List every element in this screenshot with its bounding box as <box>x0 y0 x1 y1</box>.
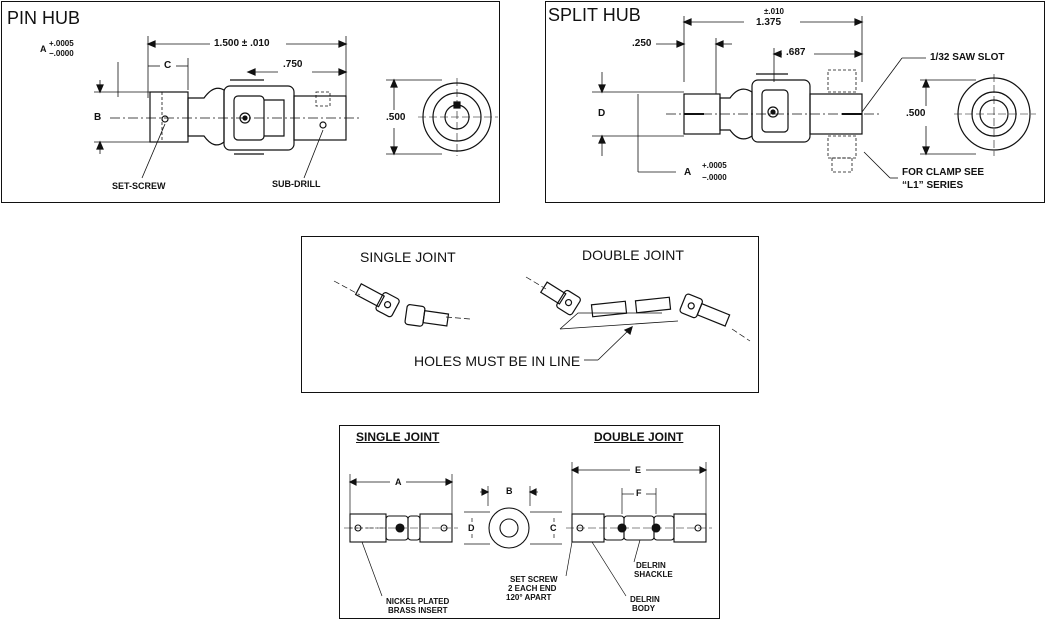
length-dim: 1.500 ± .010 <box>214 38 270 49</box>
a-label: A <box>40 44 47 54</box>
left-dim: .250 <box>632 38 652 49</box>
insert-label-1: NICKEL PLATED <box>386 597 450 606</box>
c-dim: C <box>550 523 557 533</box>
set-screw-label-3: 120° APART <box>506 593 552 602</box>
d-dim: D <box>468 523 475 533</box>
single-joint-title: SINGLE JOINT <box>360 249 456 265</box>
joints-panel: SINGLE JOINT DOUBLE JOINT HOLES MUST BE … <box>301 236 759 393</box>
b-dim: B <box>506 486 513 496</box>
offset-dim: .750 <box>283 59 303 70</box>
a-tol-plus: +.0005 <box>49 39 74 48</box>
f-dim: F <box>636 488 642 498</box>
diameter-dim: .500 <box>386 112 406 123</box>
d-dim: D <box>598 108 606 119</box>
split-hub-panel: SPLIT HUB ±.010 1.375 .250 .687 1/32 SAW… <box>545 1 1045 203</box>
pin-hub-title: PIN HUB <box>7 8 81 28</box>
double-joint-title: DOUBLE JOINT <box>582 247 684 263</box>
a-tol-minus: −.0000 <box>702 173 727 182</box>
length-dim: 1.375 <box>756 17 782 28</box>
double-joint-title: DOUBLE JOINT <box>594 430 684 444</box>
a-tol-minus: −.0000 <box>49 49 74 58</box>
clamp-label-1: FOR CLAMP SEE <box>902 167 985 178</box>
joints-drawing <box>333 276 751 361</box>
saw-slot-label: 1/32 SAW SLOT <box>930 52 1005 63</box>
shackle-label-1: DELRIN <box>636 561 666 570</box>
clamp-label-2: “L1” SERIES <box>902 180 964 191</box>
sub-drill-label: SUB-DRILL <box>272 179 321 189</box>
a-tol-plus: +.0005 <box>702 161 727 170</box>
body-label-1: DELRIN <box>630 595 660 604</box>
offset-dim: .687 <box>786 47 806 58</box>
a-dim: A <box>395 477 402 487</box>
a-label: A <box>684 167 692 178</box>
c-dim: C <box>164 60 172 71</box>
diameter-dim: .500 <box>906 108 926 119</box>
pin-hub-drawing <box>94 36 498 179</box>
pin-hub-panel: PIN HUB A +.0005 −.0000 1.500 ± .010 C .… <box>1 1 500 203</box>
set-screw-label-1: SET SCREW <box>510 575 558 584</box>
split-hub-title: SPLIT HUB <box>548 5 641 25</box>
body-label-2: BODY <box>632 604 656 613</box>
single-joint-title: SINGLE JOINT <box>356 430 440 444</box>
delrin-drawing <box>344 462 712 597</box>
split-hub-drawing <box>592 16 1036 179</box>
delrin-panel: SINGLE JOINT DOUBLE JOINT A B D C E F NI… <box>339 425 720 619</box>
set-screw-label-2: 2 EACH END <box>508 584 557 593</box>
tol-dim: ±.010 <box>764 7 784 16</box>
shackle-label-2: SHACKLE <box>634 570 673 579</box>
set-screw-label: SET-SCREW <box>112 181 166 191</box>
holes-note: HOLES MUST BE IN LINE <box>414 353 581 369</box>
e-dim: E <box>635 465 642 475</box>
insert-label-2: BRASS INSERT <box>388 606 448 615</box>
b-dim: B <box>94 112 102 123</box>
